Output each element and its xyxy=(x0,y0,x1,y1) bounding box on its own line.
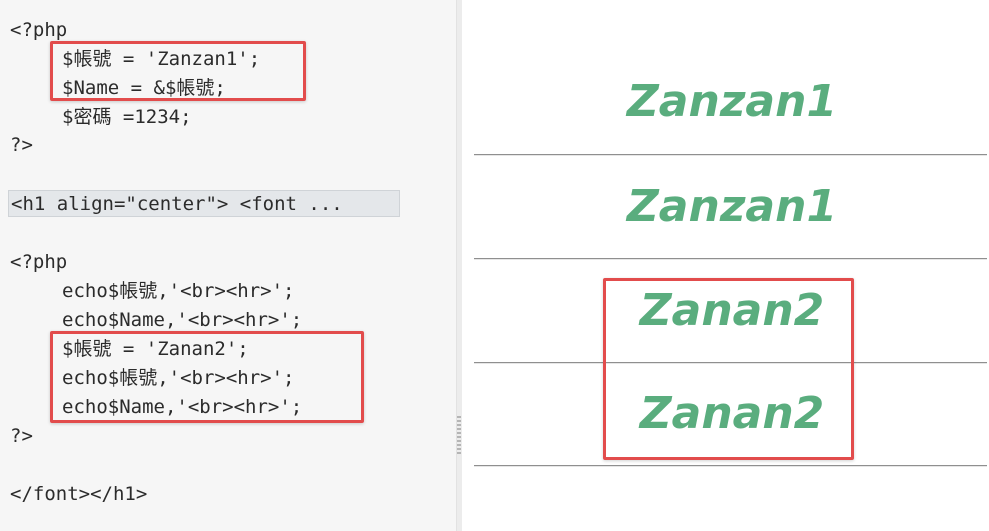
highlight-box-output xyxy=(603,278,854,460)
output-heading: Zanan2 xyxy=(639,388,825,439)
code-line: echo$Name,'<br><hr>'; xyxy=(62,309,303,331)
horizontal-rule xyxy=(474,258,987,260)
code-line: $密碼 =1234; xyxy=(62,106,192,128)
code-line: $Name = &$帳號; xyxy=(62,77,226,99)
code-line: $帳號 = 'Zanan2'; xyxy=(62,338,249,360)
highlight-box-top xyxy=(50,41,306,101)
output-heading: Zanzan1 xyxy=(626,181,838,232)
code-line: </font></h1> xyxy=(10,483,148,505)
code-line: ?> xyxy=(10,425,33,447)
code-editor[interactable]: <?php $帳號 = 'Zanzan1'; $Name = &$帳號; $密碼… xyxy=(0,0,456,531)
output-heading: Zanzan1 xyxy=(626,76,838,127)
code-line: ?> xyxy=(10,134,33,156)
code-line: echo$帳號,'<br><hr>'; xyxy=(62,367,295,389)
highlight-box-bottom xyxy=(50,331,364,423)
code-line: <?php xyxy=(10,19,68,41)
output-heading: Zanan2 xyxy=(639,285,825,336)
folded-code-label: <h1 align="center"> <font ... xyxy=(11,193,343,215)
pane-splitter[interactable] xyxy=(456,0,462,531)
horizontal-rule xyxy=(474,362,987,364)
code-line: echo$Name,'<br><hr>'; xyxy=(62,396,303,418)
folded-code-block[interactable]: <h1 align="center"> <font ... xyxy=(8,190,400,217)
code-line: <?php xyxy=(10,251,68,273)
horizontal-rule xyxy=(474,154,987,156)
browser-output: Zanzan1 Zanzan1 Zanan2 Zanan2 xyxy=(462,0,989,531)
code-line: echo$帳號,'<br><hr>'; xyxy=(62,280,295,302)
horizontal-rule xyxy=(474,465,987,467)
splitter-grip-handle[interactable] xyxy=(457,416,461,456)
code-line: $帳號 = 'Zanzan1'; xyxy=(62,48,261,70)
